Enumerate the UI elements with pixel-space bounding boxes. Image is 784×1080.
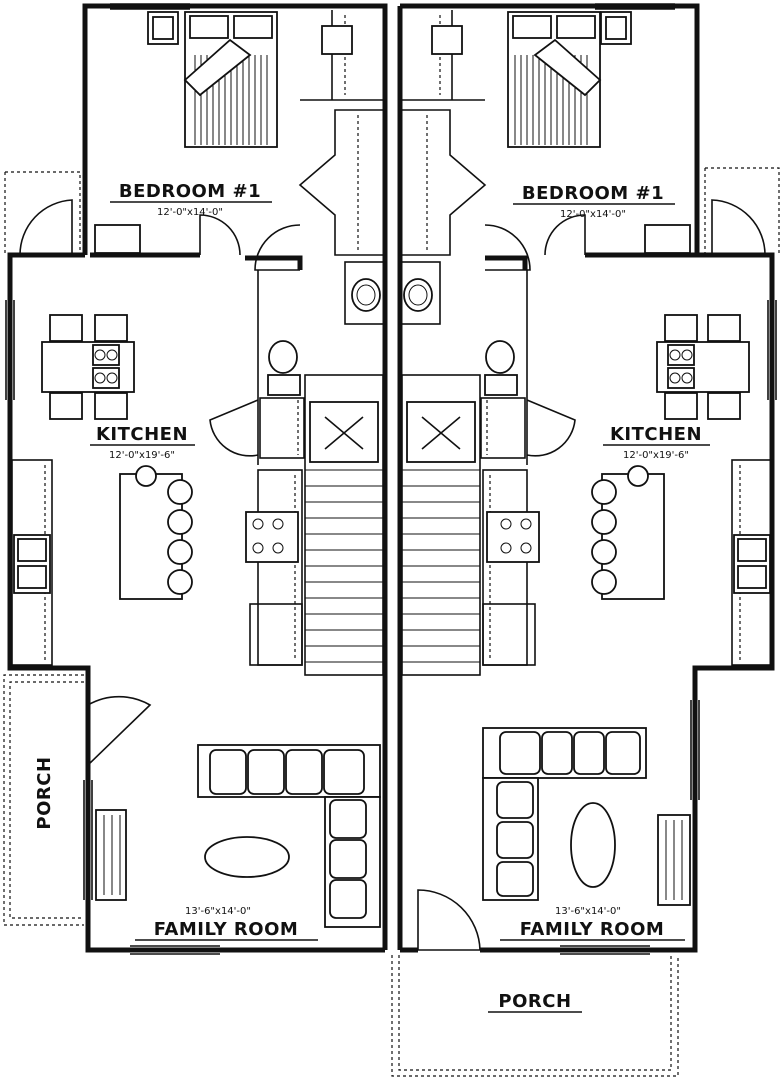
family-left-size: 13'-6"x14'-0" xyxy=(185,906,251,917)
porch-right: PORCH xyxy=(391,955,679,1077)
bedroom-right-name: BEDROOM #1 xyxy=(522,183,664,204)
bedroom-left-name: BEDROOM #1 xyxy=(119,181,261,202)
windows xyxy=(5,3,777,955)
kitchen-left: KITCHEN 12'-0"x19'-6" xyxy=(11,270,305,666)
bed-hatch xyxy=(194,55,268,145)
family-room-left: 13'-6"x14'-0" FAMILY ROOM xyxy=(87,695,381,941)
bedroom-left: BEDROOM #1 12'-0"x14'-0" xyxy=(94,10,386,325)
kitchen-left-size: 12'-0"x19'-6" xyxy=(109,450,175,461)
back-doors xyxy=(4,167,780,256)
bedroom-right-size: 12'-0"x14'-0" xyxy=(560,209,626,220)
porch-left-name: PORCH xyxy=(34,756,55,829)
family-room-right: 13'-6"x14'-0" FAMILY ROOM xyxy=(417,727,691,951)
kitchen-right: KITCHEN 12'-0"x19'-6" xyxy=(480,270,773,666)
bed-hatch xyxy=(514,55,588,145)
family-right-name: FAMILY ROOM xyxy=(520,919,665,940)
bedroom-left-size: 12'-0"x14'-0" xyxy=(157,207,223,218)
porch-right-name: PORCH xyxy=(498,991,571,1012)
stairs xyxy=(304,374,481,676)
kitchen-right-size: 12'-0"x19'-6" xyxy=(623,450,689,461)
bedroom-right: BEDROOM #1 12'-0"x14'-0" xyxy=(399,10,691,325)
kitchen-left-name: KITCHEN xyxy=(96,424,188,445)
family-left-name: FAMILY ROOM xyxy=(154,919,299,940)
kitchen-right-name: KITCHEN xyxy=(610,424,702,445)
porch-left: PORCH xyxy=(3,674,84,926)
family-right-size: 13'-6"x14'-0" xyxy=(555,906,621,917)
